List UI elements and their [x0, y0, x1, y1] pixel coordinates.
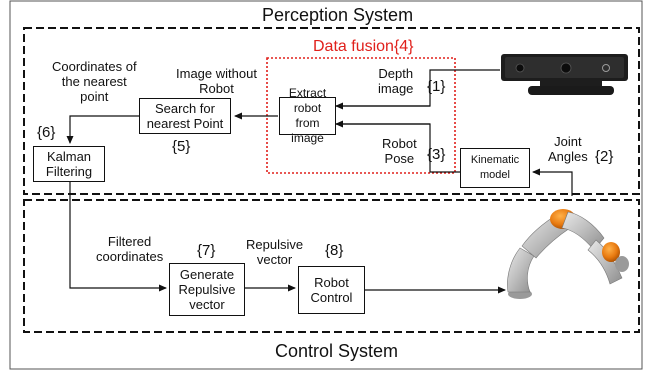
- outer-frame: [9, 0, 643, 370]
- robot-arm-icon: [507, 209, 629, 299]
- extract-robot-box: Extract robot from image: [279, 86, 336, 145]
- coordinates-nearest-label: Coordinates of the nearest point: [52, 59, 137, 104]
- filtered-coordinates-label: Filtered coordinates: [96, 234, 164, 264]
- search-nearest-box: Search for nearest Point: [139, 98, 231, 134]
- robot-pose-label: Robot Pose: [382, 136, 417, 166]
- kalman-filtering-box: Kalman Filtering: [33, 146, 105, 182]
- arrow-nearest-point: [66, 115, 139, 144]
- tag-7: {7}: [197, 242, 216, 259]
- tag-5: {5}: [172, 138, 191, 155]
- generate-repulsive-box: Generate Repulsive vector: [169, 263, 245, 316]
- control-system-title: Control System: [275, 341, 399, 361]
- tag-2: {2}: [595, 148, 614, 165]
- control-system-frame: [23, 199, 640, 333]
- data-fusion-label: Data fusion{4}: [313, 38, 414, 55]
- joint-angles-label: Joint Angles: [548, 134, 588, 164]
- perception-system-frame: [23, 27, 640, 195]
- arrow-depth-image: [336, 69, 500, 107]
- tag-6: {6}: [37, 124, 56, 141]
- perception-system-title: Perception System: [262, 5, 414, 25]
- depth-image-label: Depth image: [378, 66, 414, 96]
- kinect-sensor-icon: [501, 54, 628, 95]
- tag-3: {3}: [427, 146, 446, 163]
- tag-8: {8}: [325, 242, 344, 259]
- repulsive-vector-label: Repulsive vector: [246, 237, 304, 267]
- arrow-filtered-coordinates: [69, 180, 167, 292]
- tag-1: {1}: [427, 78, 446, 95]
- robot-control-box: Robot Control: [298, 266, 365, 314]
- image-without-robot-label: Image without Robot: [176, 66, 257, 96]
- arrow-joint-angles: [532, 168, 573, 196]
- kinematic-model-box: Kinematic model: [460, 148, 530, 188]
